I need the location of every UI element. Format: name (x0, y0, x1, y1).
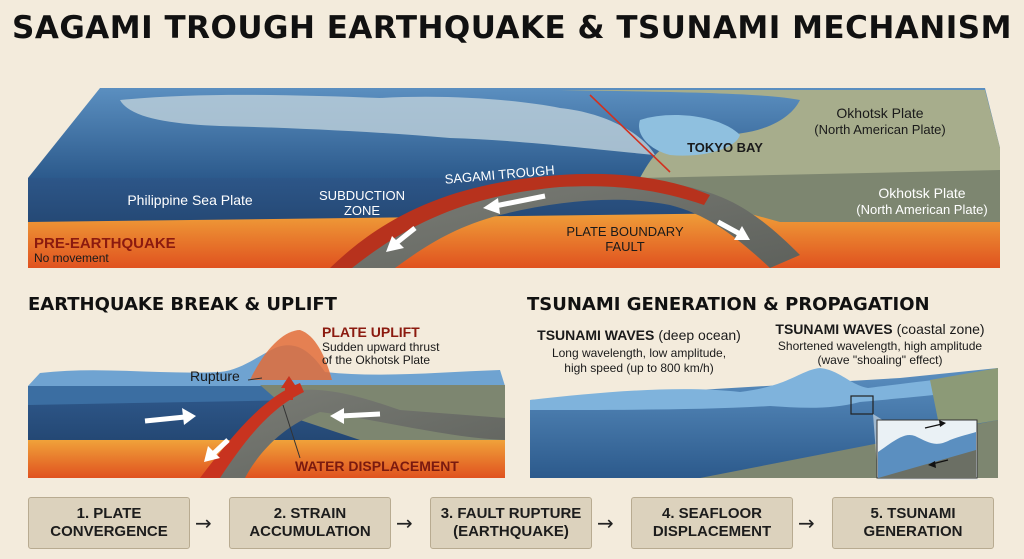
okhotsk-landmass (560, 90, 1000, 178)
step-5-line1: 5. TSUNAMI (870, 505, 956, 522)
deep-desc-2: high speed (up to 800 km/h) (564, 361, 713, 375)
slab-arrow-3 (716, 219, 750, 240)
uplift-rupture-line (200, 383, 304, 478)
tokyo-bay-label: TOKYO BAY (687, 140, 763, 155)
coast-title-bold: TSUNAMI WAVES (775, 321, 892, 337)
deep-ocean-title: TSUNAMI WAVES(deep ocean) (537, 327, 741, 343)
subducting-slab (350, 178, 800, 268)
uplift-arrow-left-white (144, 408, 196, 425)
step-3-box: 3. FAULT RUPTURE (EARTHQUAKE) (430, 497, 592, 549)
subduction-label-1: SUBDUCTION (319, 188, 405, 203)
plate-uplift-label: PLATE UPLIFT (322, 324, 420, 340)
slab-arrow-2 (386, 226, 417, 252)
plate-boundary-red (330, 173, 710, 268)
step-5-box: 5. TSUNAMI GENERATION (832, 497, 994, 549)
no-movement-label: No movement (34, 251, 109, 265)
okhotsk-plate-top-sub: (North American Plate) (814, 122, 946, 137)
inset-arrow-2 (928, 459, 949, 468)
okhotsk-plate-side-label: Okhotsk Plate (878, 185, 965, 201)
okhotsk-plate-top-label: Okhotsk Plate (836, 105, 923, 121)
uplift-desc-2: of the Okhotsk Plate (322, 353, 430, 367)
tokyo-bay-water (639, 115, 740, 156)
leader-water-displacement (282, 404, 301, 459)
uplift-arrow-right-white (330, 408, 381, 424)
subduction-label-2: ZONE (344, 203, 380, 218)
uplift-desc-1: Sudden upward thrust (322, 340, 440, 354)
surface-fault-trace (589, 94, 671, 173)
coastal-title: TSUNAMI WAVES (coastal zone) (775, 321, 984, 337)
okhotsk-crust (640, 170, 1000, 222)
uplift-red-arrow (281, 376, 297, 400)
step-4-box: 4. SEAFLOOR DISPLACEMENT (631, 497, 793, 549)
deep-desc-1: Long wavelength, low amplitude, (552, 346, 726, 360)
step-2-line2: ACCUMULATION (249, 523, 371, 540)
uplift-arrow-down-white (204, 438, 230, 462)
philippine-sea-plate-label: Philippine Sea Plate (127, 192, 253, 208)
uplift-bulge (250, 330, 332, 380)
flow-arrow-4: → (798, 511, 815, 535)
step-4-line2: DISPLACEMENT (652, 523, 772, 540)
step-5-line2: GENERATION (863, 523, 963, 540)
water-displacement-label: WATER DISPLACEMENT (295, 458, 459, 474)
uplift-diagram (28, 330, 505, 478)
page-title: SAGAMI TROUGH EARTHQUAKE & TSUNAMI MECHA… (12, 10, 1012, 46)
uplift-slab (210, 389, 505, 478)
tsunami-diagram (530, 368, 998, 480)
flow-arrow-3: → (597, 511, 614, 535)
leader-rupture (247, 377, 263, 381)
tsunami-wave-band (530, 368, 998, 410)
zoom-source-box (850, 395, 874, 415)
step-1-box: 1. PLATE CONVERGENCE (28, 497, 190, 549)
step-1-line1: 1. PLATE (76, 505, 142, 522)
right-panel-labels: TSUNAMI WAVES(deep ocean) Long wavelengt… (537, 321, 984, 375)
deep-title-bold: TSUNAMI WAVES (537, 327, 654, 343)
left-panel-labels: PLATE UPLIFT Sudden upward thrust of the… (190, 324, 459, 474)
step-1-line2: CONVERGENCE (50, 523, 168, 540)
deep-title-paren: (deep ocean) (658, 327, 741, 343)
slab-arrow-1 (483, 193, 546, 214)
step-2-line1: 2. STRAIN (273, 505, 347, 522)
step-2-box: 2. STRAIN ACCUMULATION (229, 497, 391, 549)
inset-arrow-1 (924, 420, 946, 429)
coast-desc-1: Shortened wavelength, high amplitude (778, 339, 982, 353)
step-3-line1: 3. FAULT RUPTURE (440, 505, 582, 522)
plate-boundary-label-1: PLATE BOUNDARY (566, 224, 684, 239)
coast-desc-2: (wave "shoaling" effect) (817, 353, 942, 367)
plate-boundary-label-2: FAULT (605, 239, 645, 254)
top-block-diagram (28, 88, 1000, 268)
rupture-label: Rupture (190, 368, 240, 384)
left-panel-heading: EARTHQUAKE BREAK & UPLIFT (28, 294, 337, 315)
step-4-line1: 4. SEAFLOOR (661, 505, 762, 522)
japan-landmass (120, 94, 655, 155)
pre-earthquake-label: PRE-EARTHQUAKE (34, 235, 176, 252)
flow-arrow-2: → (396, 511, 413, 535)
flow-arrow-1: → (195, 511, 212, 535)
okhotsk-plate-side-sub: (North American Plate) (856, 202, 988, 217)
step-3-line2: (EARTHQUAKE) (453, 523, 569, 540)
coast-title-paren: (coastal zone) (897, 321, 985, 337)
right-panel-heading: TSUNAMI GENERATION & PROPAGATION (527, 294, 930, 315)
tsunami-coast (930, 368, 998, 430)
